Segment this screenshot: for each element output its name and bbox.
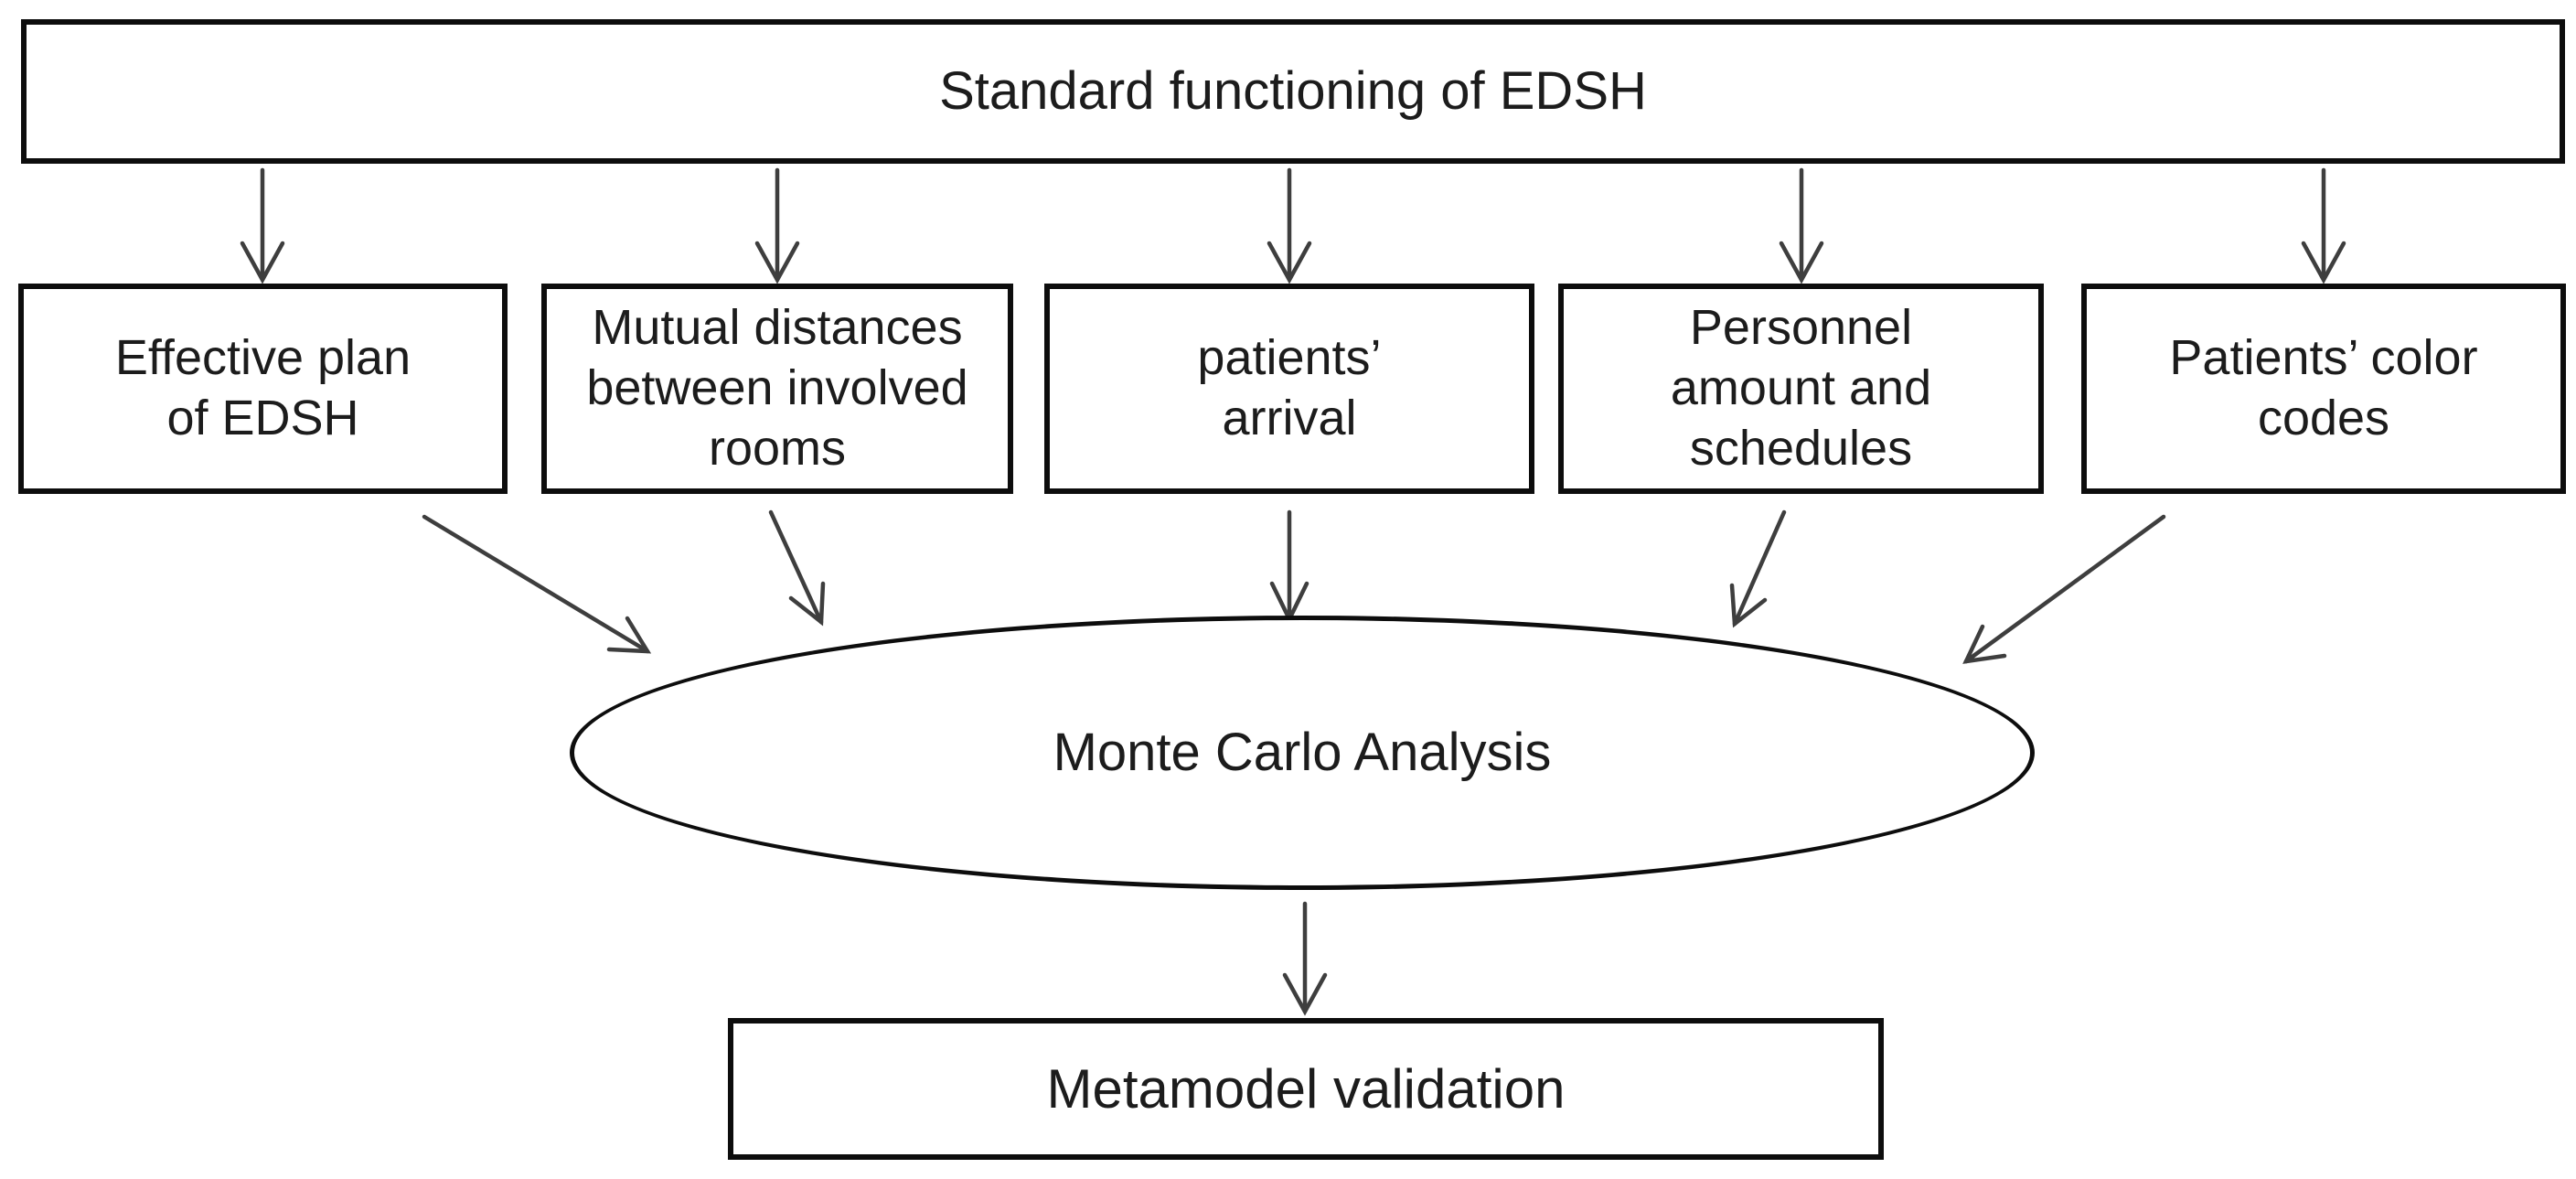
node-effective-plan-label: Effective plan of EDSH <box>114 330 412 445</box>
arrow-source-to-color-codes <box>2301 167 2346 284</box>
node-standard-functioning: Standard functioning of EDSH <box>21 19 2565 164</box>
node-mutual-distances: Mutual distances between involved rooms <box>541 284 1013 494</box>
arrow-arrival-to-monte-carlo <box>1269 509 1309 625</box>
node-metamodel-validation-label: Metamodel validation <box>1046 1057 1566 1120</box>
node-effective-plan: Effective plan of EDSH <box>18 284 508 494</box>
node-mutual-distances-label: Mutual distances between involved rooms <box>586 300 968 476</box>
arrow-monte-carlo-to-validation <box>1282 901 1328 1016</box>
arrow-distances-to-monte-carlo <box>768 509 826 627</box>
node-standard-functioning-label: Standard functioning of EDSH <box>939 60 1647 121</box>
node-metamodel-validation: Metamodel validation <box>728 1018 1884 1160</box>
arrow-source-to-plan <box>240 167 285 284</box>
arrow-plan-to-monte-carlo <box>422 514 652 654</box>
node-personnel-schedules: Personnel amount and schedules <box>1558 284 2044 494</box>
node-patients-color-codes: Patients’ color codes <box>2081 284 2566 494</box>
node-monte-carlo-analysis: Monte Carlo Analysis <box>570 616 2035 890</box>
arrow-source-to-arrival <box>1267 167 1312 284</box>
arrow-personnel-to-monte-carlo <box>1729 509 1787 628</box>
node-patients-arrival: patients’ arrival <box>1044 284 1534 494</box>
arrow-color-codes-to-monte-carlo <box>1962 514 2166 664</box>
node-monte-carlo-analysis-label: Monte Carlo Analysis <box>1053 722 1552 782</box>
node-patients-arrival-label: patients’ arrival <box>1197 330 1382 445</box>
node-patients-color-codes-label: Patients’ color codes <box>2169 330 2478 445</box>
arrow-source-to-personnel <box>1779 167 1824 284</box>
arrow-source-to-distances <box>754 167 800 284</box>
node-personnel-schedules-label: Personnel amount and schedules <box>1670 300 1932 476</box>
